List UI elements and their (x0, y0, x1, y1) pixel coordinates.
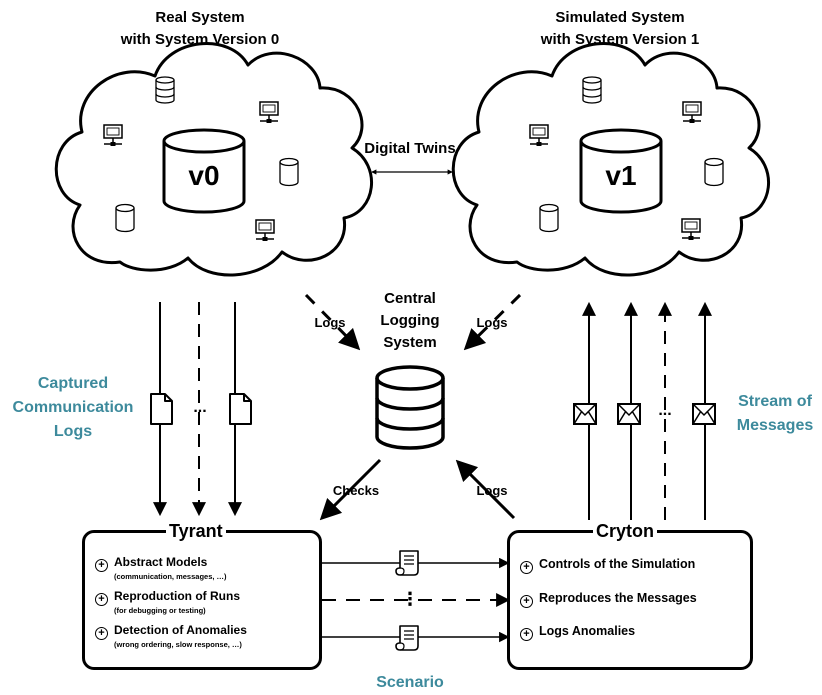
cryton-item-logs-anomalies: + Logs Anomalies (520, 623, 635, 641)
central-logging-line3: System (383, 334, 437, 351)
cryton-item-reproduces-messages: + Reproduces the Messages (520, 590, 697, 608)
real-system-title: Real System with System Version 0 (100, 7, 300, 51)
logs-bottom-label: Logs (476, 483, 508, 498)
captured-line1: Captured (37, 375, 109, 392)
real-system-title-line1: Real System (155, 9, 245, 26)
logs-arrow-bottom-icon (455, 459, 516, 520)
tyrant-item-detection-of-anomalies: + Detection of Anomalies (wrong ordering,… (95, 623, 247, 650)
database-stack-icon (155, 76, 175, 104)
scroll-icon (395, 625, 419, 651)
v0-database-icon (162, 128, 246, 214)
tyrant-item-label: Abstract Models (114, 555, 208, 569)
scenario-vertical-ellipsis: ⋮ (401, 589, 419, 609)
checks-arrow-icon (319, 458, 382, 521)
stream-line2: Messages (736, 417, 814, 434)
plus-circle-icon: + (95, 559, 108, 572)
database-icon (279, 157, 299, 187)
captured-communication-logs-label: Captured Communication Logs (0, 372, 146, 444)
envelope-icon (617, 403, 641, 425)
cryton-item-label: Reproduces the Messages (539, 591, 697, 605)
envelopes-ellipsis: ... (658, 402, 672, 419)
stream-line1: Stream of (738, 393, 812, 410)
logs-right-label: Logs (476, 315, 508, 330)
tyrant-item-sub: (communication, messages, …) (114, 572, 227, 581)
scroll-icon (395, 550, 419, 576)
tyrant-box: + Abstract Models (communication, message… (82, 530, 322, 670)
tyrant-item-reproduction-of-runs: + Reproduction of Runs (for debugging or … (95, 589, 240, 616)
plus-circle-icon: + (95, 627, 108, 640)
tyrant-item-label: Detection of Anomalies (114, 623, 247, 637)
captured-line2: Communication (12, 399, 134, 416)
envelope-icon (573, 403, 597, 425)
central-logging-line2: Logging (380, 312, 440, 329)
simulated-system-title-line1: Simulated System (555, 9, 685, 26)
tyrant-item-sub: (wrong ordering, slow response, …) (114, 640, 242, 649)
real-system-title-line2: with System Version 0 (120, 31, 280, 48)
plus-circle-icon: + (520, 595, 533, 608)
simulated-system-title-line2: with System Version 1 (540, 31, 700, 48)
database-icon (539, 203, 559, 233)
envelope-icon (692, 403, 716, 425)
central-logging-label: Central Logging System (360, 288, 460, 354)
checks-label: Checks (332, 483, 380, 498)
plus-circle-icon: + (95, 593, 108, 606)
document-icon (150, 393, 173, 425)
documents-ellipsis: ... (193, 399, 207, 416)
document-icon (229, 393, 252, 425)
database-stack-icon (582, 76, 602, 104)
plus-circle-icon: + (520, 628, 533, 641)
scenario-label: Scenario (376, 674, 444, 691)
v0-label: v0 (188, 160, 220, 191)
database-icon (704, 157, 724, 187)
cryton-item-label: Logs Anomalies (539, 624, 636, 638)
tyrant-item-label: Reproduction of Runs (114, 589, 240, 603)
logs-left-label: Logs (314, 315, 346, 330)
tyrant-item-sub: (for debugging or testing) (114, 606, 206, 615)
tyrant-item-abstract-models: + Abstract Models (communication, message… (95, 555, 227, 582)
v1-label: v1 (605, 160, 637, 191)
cryton-box: + Controls of the Simulation + Reproduces … (507, 530, 753, 670)
simulated-system-title: Simulated System with System Version 1 (510, 7, 730, 51)
tyrant-title: Tyrant (166, 521, 226, 541)
cryton-title: Cryton (593, 521, 657, 541)
stream-of-messages-label: Stream of Messages (728, 390, 822, 438)
captured-line3: Logs (53, 423, 93, 440)
plus-circle-icon: + (520, 561, 533, 574)
v1-database-icon (579, 128, 663, 214)
central-logging-database-icon (375, 365, 445, 450)
cryton-item-controls: + Controls of the Simulation (520, 556, 695, 574)
cryton-item-label: Controls of the Simulation (539, 557, 696, 571)
database-icon (115, 203, 135, 233)
digital-twins-label: Digital Twins (364, 140, 456, 157)
central-logging-line1: Central (384, 290, 436, 307)
